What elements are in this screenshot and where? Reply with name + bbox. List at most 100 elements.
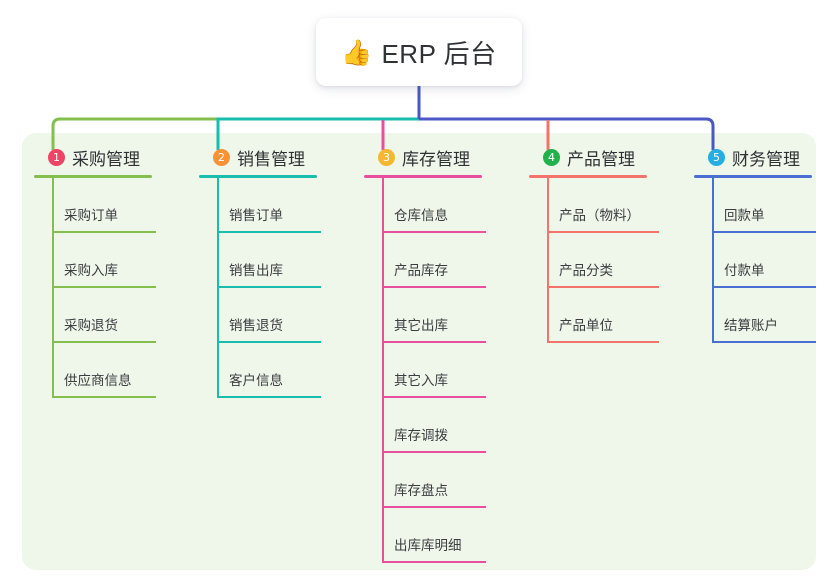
leaf-item-label: 客户信息 <box>229 373 283 388</box>
leaf-item[interactable]: 出库库明细 <box>364 508 522 563</box>
leaf-underline <box>547 231 659 233</box>
category-title: 财务管理 <box>732 149 800 169</box>
leaf-underline <box>52 286 156 288</box>
leaf-item[interactable]: 产品库存 <box>364 233 522 288</box>
leaf-item[interactable]: 付款单 <box>694 233 824 288</box>
leaf-underline <box>712 341 816 343</box>
leaf-item-label: 结算账户 <box>724 318 778 333</box>
leaf-item[interactable]: 回款单 <box>694 178 824 233</box>
leaf-item-label: 产品库存 <box>394 263 448 278</box>
leaf-item[interactable]: 销售出库 <box>199 233 357 288</box>
category-column-2: 2 销售管理销售订单销售出库销售退货客户信息 <box>199 145 357 398</box>
leaf-item-label: 回款单 <box>724 208 765 223</box>
leaf-item[interactable]: 库存盘点 <box>364 453 522 508</box>
leaf-item-label: 供应商信息 <box>64 373 132 388</box>
leaf-underline <box>382 451 486 453</box>
category-column-1: 1 采购管理采购订单采购入库采购退货供应商信息 <box>34 145 192 398</box>
leaf-underline <box>217 341 321 343</box>
leaf-list: 回款单付款单结算账户 <box>694 178 824 343</box>
leaf-item-label: 产品单位 <box>559 318 613 333</box>
leaf-item[interactable]: 采购退货 <box>34 288 192 343</box>
category-title: 产品管理 <box>567 149 635 169</box>
leaf-item-label: 库存调拨 <box>394 428 448 443</box>
leaf-item[interactable]: 其它入库 <box>364 343 522 398</box>
category-header-4[interactable]: 4 产品管理 <box>529 145 687 169</box>
leaf-item[interactable]: 其它出库 <box>364 288 522 343</box>
leaf-underline <box>382 396 486 398</box>
category-number-badge: 2 <box>213 148 230 166</box>
leaf-item[interactable]: 产品分类 <box>529 233 687 288</box>
leaf-item-label: 销售订单 <box>229 208 283 223</box>
leaf-spine <box>547 178 549 343</box>
leaf-underline <box>712 286 816 288</box>
diagram-panel <box>22 133 816 570</box>
leaf-item-label: 出库库明细 <box>394 538 462 553</box>
leaf-spine <box>382 178 384 563</box>
category-number-badge: 3 <box>378 148 395 166</box>
leaf-underline <box>217 231 321 233</box>
leaf-item-label: 销售出库 <box>229 263 283 278</box>
leaf-item-label: 产品分类 <box>559 263 613 278</box>
leaf-item[interactable]: 销售退货 <box>199 288 357 343</box>
root-node-title: ERP 后台 <box>381 38 497 69</box>
category-column-3: 3 库存管理仓库信息产品库存其它出库其它入库库存调拨库存盘点出库库明细 <box>364 145 522 563</box>
leaf-item-label: 库存盘点 <box>394 483 448 498</box>
category-title: 采购管理 <box>72 149 140 169</box>
category-underline <box>199 175 317 178</box>
category-header-2[interactable]: 2 销售管理 <box>199 145 357 169</box>
leaf-item-label: 仓库信息 <box>394 208 448 223</box>
leaf-item[interactable]: 库存调拨 <box>364 398 522 453</box>
leaf-item-label: 采购入库 <box>64 263 118 278</box>
leaf-item-label: 付款单 <box>724 263 765 278</box>
leaf-item[interactable]: 产品（物料） <box>529 178 687 233</box>
leaf-item-label: 产品（物料） <box>559 208 640 223</box>
category-title: 销售管理 <box>237 149 305 169</box>
leaf-list: 仓库信息产品库存其它出库其它入库库存调拨库存盘点出库库明细 <box>364 178 522 563</box>
leaf-underline <box>382 286 486 288</box>
leaf-underline <box>52 231 156 233</box>
leaf-underline <box>382 341 486 343</box>
leaf-underline <box>217 286 321 288</box>
leaf-spine <box>712 178 714 343</box>
leaf-underline <box>382 561 486 563</box>
leaf-underline <box>52 396 156 398</box>
leaf-underline <box>712 231 816 233</box>
leaf-item[interactable]: 产品单位 <box>529 288 687 343</box>
leaf-item-label: 其它出库 <box>394 318 448 333</box>
leaf-item[interactable]: 客户信息 <box>199 343 357 398</box>
leaf-item[interactable]: 销售订单 <box>199 178 357 233</box>
category-column-4: 4 产品管理产品（物料） 产品分类产品单位 <box>529 145 687 343</box>
thumbs-up-icon: 👍 <box>341 37 373 67</box>
leaf-spine <box>217 178 219 398</box>
category-underline <box>529 175 647 178</box>
category-title: 库存管理 <box>402 149 470 169</box>
category-header-3[interactable]: 3 库存管理 <box>364 145 522 169</box>
leaf-item[interactable]: 仓库信息 <box>364 178 522 233</box>
root-node-erp-backend[interactable]: 👍 ERP 后台 <box>316 18 522 86</box>
category-header-5[interactable]: 5 财务管理 <box>694 145 824 169</box>
leaf-list: 产品（物料） 产品分类产品单位 <box>529 178 687 343</box>
leaf-item[interactable]: 结算账户 <box>694 288 824 343</box>
leaf-item[interactable]: 供应商信息 <box>34 343 192 398</box>
leaf-item[interactable]: 采购入库 <box>34 233 192 288</box>
leaf-item-label: 采购订单 <box>64 208 118 223</box>
leaf-underline <box>547 341 659 343</box>
leaf-list: 销售订单销售出库销售退货客户信息 <box>199 178 357 398</box>
category-underline <box>694 175 812 178</box>
leaf-underline <box>382 506 486 508</box>
category-number-badge: 1 <box>48 148 65 166</box>
category-number-badge: 5 <box>708 148 725 166</box>
category-number-badge: 4 <box>543 148 560 166</box>
leaf-item-label: 采购退货 <box>64 318 118 333</box>
leaf-underline <box>547 286 659 288</box>
category-column-5: 5 财务管理回款单付款单结算账户 <box>694 145 824 343</box>
leaf-underline <box>217 396 321 398</box>
leaf-item-label: 销售退货 <box>229 318 283 333</box>
leaf-underline <box>382 231 486 233</box>
leaf-list: 采购订单采购入库采购退货供应商信息 <box>34 178 192 398</box>
category-underline <box>364 175 482 178</box>
leaf-item[interactable]: 采购订单 <box>34 178 192 233</box>
category-header-1[interactable]: 1 采购管理 <box>34 145 192 169</box>
leaf-underline <box>52 341 156 343</box>
